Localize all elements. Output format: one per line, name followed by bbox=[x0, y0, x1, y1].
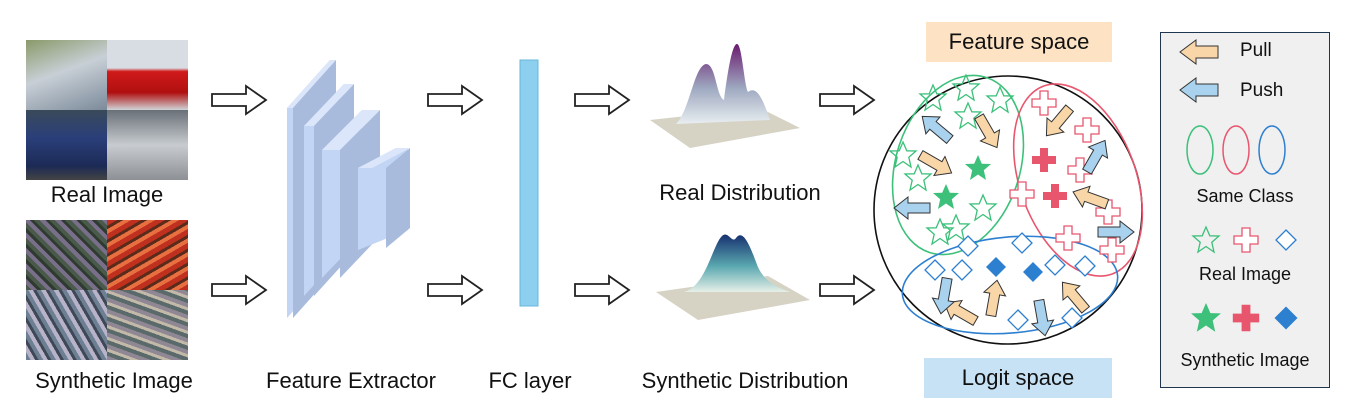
legend-filled-diamond-icon bbox=[1274, 306, 1298, 330]
legend-blue-ellipse-icon bbox=[1258, 125, 1286, 175]
synthetic-image-thumbnail bbox=[26, 220, 188, 360]
green-class-ellipse bbox=[891, 74, 1025, 256]
feature-extractor-label: Feature Extractor bbox=[266, 368, 436, 393]
legend-red-ellipse-icon bbox=[1222, 125, 1250, 175]
legend-pull-arrow-icon bbox=[1179, 39, 1219, 65]
legend-filled-cross-icon bbox=[1232, 304, 1260, 332]
synthetic-distribution-label: Synthetic Distribution bbox=[641, 368, 849, 393]
legend-same-class-label: Same Class bbox=[1196, 186, 1294, 206]
legend-hollow-star-icon bbox=[1192, 226, 1220, 253]
fc-layer-label: FC layer bbox=[488, 368, 572, 393]
real-distribution-label: Real Distribution bbox=[659, 180, 821, 205]
legend-hollow-diamond-icon bbox=[1275, 229, 1297, 251]
real-distribution-surface bbox=[650, 44, 800, 148]
real-image-label: Real Image bbox=[50, 182, 164, 207]
blue-class-ellipse bbox=[901, 235, 1119, 335]
feature-space-tag: Feature space bbox=[926, 22, 1112, 62]
legend-pull-label: Pull bbox=[1240, 40, 1272, 61]
fc-layer-bar bbox=[519, 59, 539, 307]
legend-synthetic-image-label: Synthetic Image bbox=[1180, 350, 1310, 370]
legend-filled-star-icon bbox=[1191, 303, 1221, 332]
logit-space-tag: Logit space bbox=[924, 358, 1112, 398]
synthetic-image-label: Synthetic Image bbox=[35, 368, 193, 393]
legend-push-label: Push bbox=[1240, 80, 1284, 101]
feature-extractor-block bbox=[287, 60, 410, 318]
legend-real-image-label: Real Image bbox=[1198, 264, 1292, 284]
legend-hollow-cross-icon bbox=[1233, 227, 1259, 253]
real-image-thumbnail bbox=[26, 40, 188, 180]
legend-green-ellipse-icon bbox=[1186, 125, 1214, 175]
legend-push-arrow-icon bbox=[1179, 77, 1219, 103]
synthetic-distribution-surface bbox=[656, 234, 810, 320]
